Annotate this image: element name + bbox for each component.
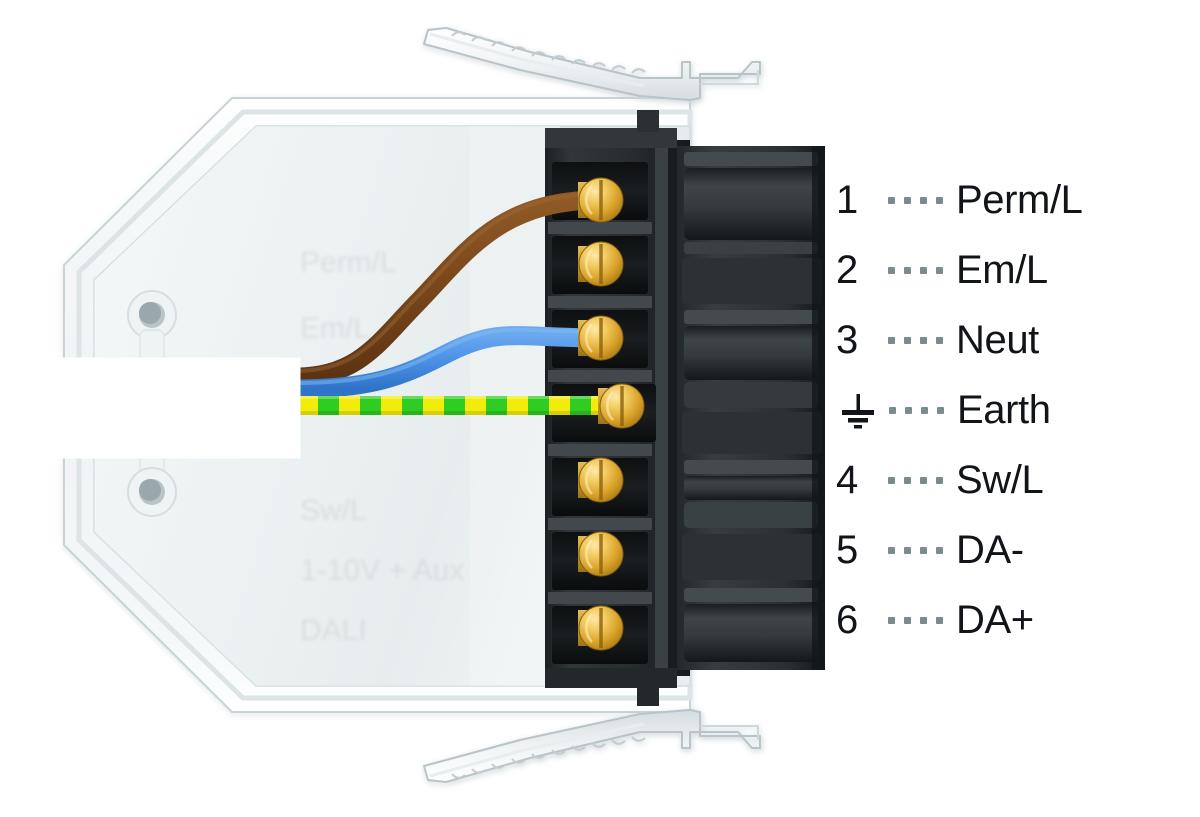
mounting-boss-top xyxy=(127,290,177,365)
wire-earth-green-yellow xyxy=(296,396,621,415)
legend-leader-5 xyxy=(882,546,956,554)
legend-leader-4 xyxy=(882,476,956,484)
terminal-screws xyxy=(578,177,645,651)
legend-row-earth: Earth xyxy=(836,375,1176,445)
legend-leader-earth xyxy=(883,406,957,414)
legend-row-5: 5 DA- xyxy=(836,515,1176,585)
terminal-screw-1 xyxy=(578,177,624,223)
terminal-legend: 1 Perm/L 2 Em/L 3 Neut Eart xyxy=(836,165,1176,655)
legend-row-3: 3 Neut xyxy=(836,305,1176,375)
spring-clip-top xyxy=(423,27,761,101)
legend-key-1: 1 xyxy=(836,178,858,222)
connector-ribs xyxy=(682,152,822,662)
legend-key-6: 6 xyxy=(836,598,858,642)
wire-brown-live xyxy=(295,190,601,387)
legend-key-5: 5 xyxy=(836,528,858,572)
legend-label-5: DA- xyxy=(956,528,1024,572)
spring-clip-bottom xyxy=(423,709,761,783)
cable-entry-label-block xyxy=(31,357,301,459)
legend-label-3: Neut xyxy=(956,318,1039,362)
earth-ground-icon xyxy=(842,394,874,429)
wire-bundle xyxy=(295,190,621,415)
legend-key-3: 3 xyxy=(836,318,858,362)
legend-key-4: 4 xyxy=(836,458,858,502)
svg-text:Perm/L: Perm/L xyxy=(300,246,397,279)
svg-text:Sw/L: Sw/L xyxy=(300,494,367,527)
terminal-block xyxy=(545,110,825,706)
terminal-screw-5 xyxy=(578,531,624,577)
legend-key-2: 2 xyxy=(836,248,858,292)
terminal-screw-earth xyxy=(598,383,645,429)
legend-leader-3 xyxy=(882,336,956,344)
legend-label-earth: Earth xyxy=(957,388,1051,432)
legend-label-1: Perm/L xyxy=(956,178,1083,222)
legend-leader-1 xyxy=(882,196,956,204)
svg-text:1-10V + Aux: 1-10V + Aux xyxy=(300,554,464,587)
legend-label-4: Sw/L xyxy=(956,458,1044,502)
legend-row-2: 2 Em/L xyxy=(836,235,1176,305)
legend-row-1: 1 Perm/L xyxy=(836,165,1176,235)
terminal-screw-4 xyxy=(578,457,624,503)
legend-label-2: Em/L xyxy=(956,248,1048,292)
legend-leader-2 xyxy=(882,266,956,274)
terminal-screw-2 xyxy=(578,241,624,287)
legend-key-earth xyxy=(836,389,883,431)
terminal-screw-6 xyxy=(578,605,624,651)
svg-text:Em/L: Em/L xyxy=(300,312,370,345)
wire-blue-neutral xyxy=(295,326,601,399)
legend-leader-6 xyxy=(882,616,956,624)
legend-row-4: 4 Sw/L xyxy=(836,445,1176,515)
legend-row-6: 6 DA+ xyxy=(836,585,1176,655)
svg-text:DALI: DALI xyxy=(300,614,367,647)
terminal-screw-3 xyxy=(578,315,624,361)
legend-label-6: DA+ xyxy=(956,598,1034,642)
